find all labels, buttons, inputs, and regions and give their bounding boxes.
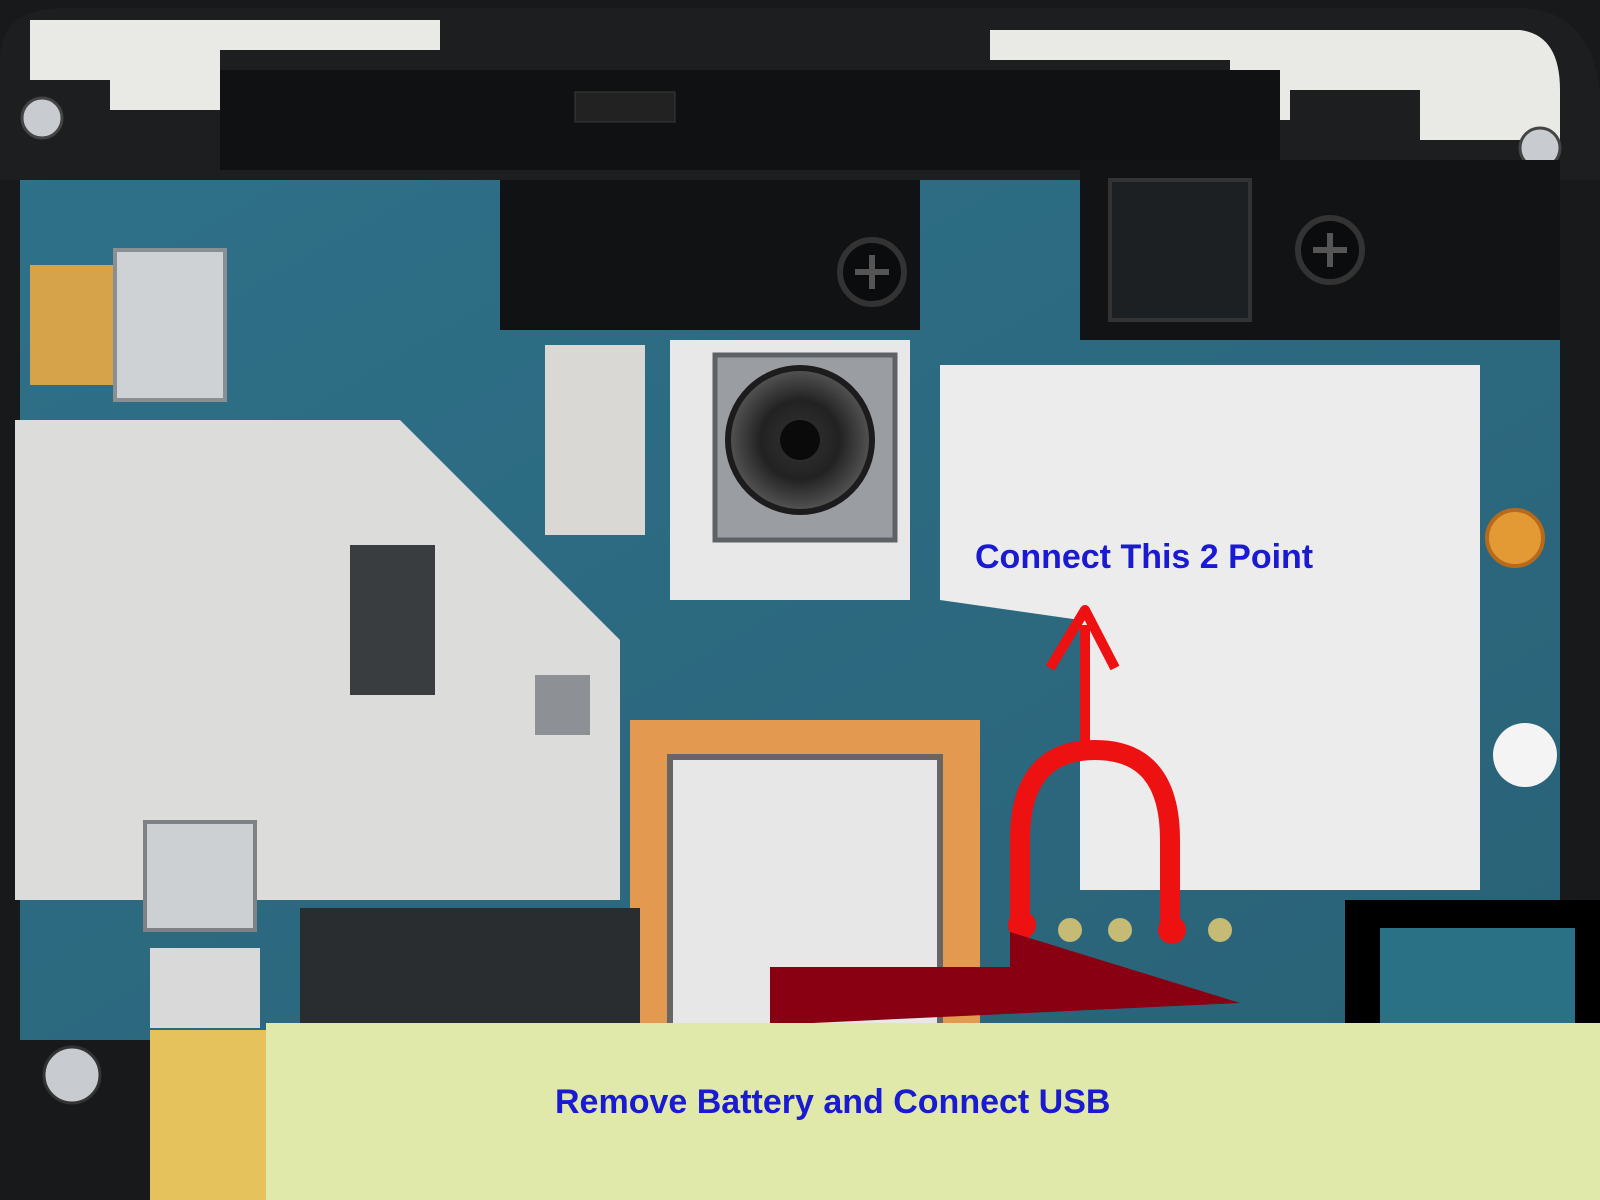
camera-flex — [545, 345, 645, 535]
camera-lens-center — [780, 420, 820, 460]
inset-image — [1380, 928, 1575, 1028]
screw-icon — [20, 96, 64, 140]
flex-cable-yellow — [150, 1030, 270, 1200]
flex-cable-bottom — [300, 908, 640, 1028]
usb-arrow — [770, 932, 1240, 1025]
instruction-banner — [266, 1023, 1600, 1200]
shield-left — [15, 420, 620, 900]
camera-bracket — [500, 180, 920, 330]
board-pad — [1493, 723, 1557, 787]
flex-cable-left — [30, 265, 115, 385]
component-bottom — [150, 948, 260, 1028]
speaker-module — [1108, 178, 1252, 322]
connector-left — [113, 248, 227, 402]
shield-right — [940, 365, 1480, 890]
screw-cross — [1313, 233, 1347, 267]
screw-cross — [855, 255, 889, 289]
connector-bottom-left — [143, 820, 257, 932]
bracket-label — [574, 91, 676, 123]
shield-cutout — [350, 545, 435, 695]
connect-arrow — [1010, 739, 1180, 935]
antenna-trace-left — [30, 20, 440, 110]
shield-cutout — [535, 675, 590, 735]
connect-points-label: Connect This 2 Point — [975, 538, 1314, 576]
mi-logo-icon — [1485, 508, 1545, 568]
connect-arrowhead — [1045, 605, 1120, 671]
connect-point — [1008, 911, 1036, 939]
test-pad — [1058, 918, 1082, 942]
screw-icon — [42, 1045, 102, 1105]
test-pad — [1108, 918, 1132, 942]
connect-point — [1158, 916, 1186, 944]
test-pad — [1208, 918, 1232, 942]
remove-battery-label: Remove Battery and Connect USB — [555, 1083, 1111, 1121]
top-bracket — [220, 70, 1280, 170]
